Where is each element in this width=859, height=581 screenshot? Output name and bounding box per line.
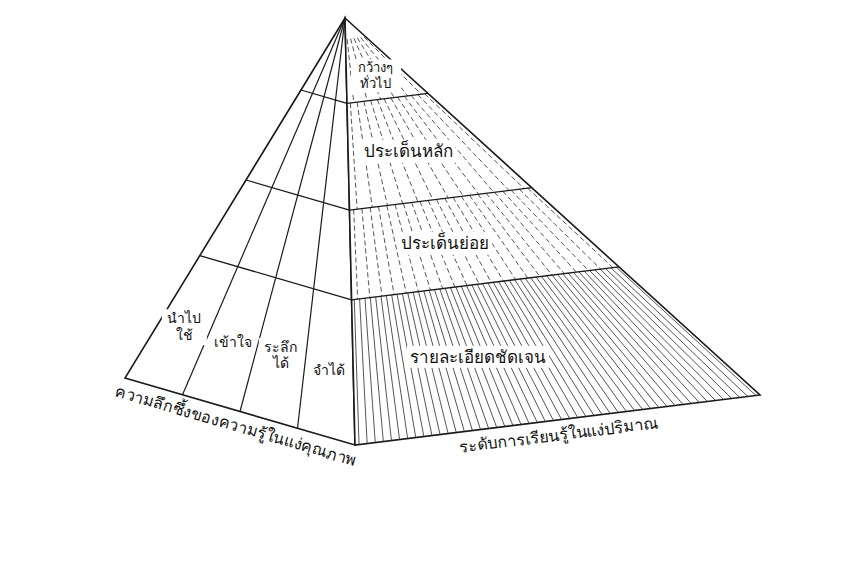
knowledge-cell: ระลึกได้: [259, 338, 303, 374]
knowledge-cell: นำไปใช้: [162, 310, 206, 346]
band-line: [352, 267, 619, 300]
hatch-line: [600, 269, 731, 398]
column-line: [298, 18, 346, 428]
band-text: ประเด็นย่อย: [401, 233, 489, 253]
column-lines: [183, 18, 346, 428]
hatch-line: [568, 273, 683, 404]
band-line: [347, 93, 428, 103]
band-text: เข้าใจ: [214, 333, 252, 350]
hatch-line: [531, 278, 627, 412]
hatch-line: [584, 271, 707, 401]
band-text: กว้างๆ ทั่วไป: [354, 61, 398, 92]
hatch-line: [547, 276, 651, 409]
band-text: ประเด็นหลัก: [364, 141, 453, 161]
pyramid-band: กว้างๆ ทั่วไป: [351, 60, 401, 93]
hatch-line: [528, 188, 613, 267]
column-line: [240, 18, 345, 412]
hatch-line: [606, 268, 740, 397]
hatch-line: [503, 191, 577, 272]
hatch-line: [350, 103, 357, 209]
knowledge-cell: จำได้: [310, 360, 348, 379]
band-text: รายละเอียดชัดเจน: [410, 347, 546, 367]
hatch-line: [536, 277, 634, 410]
pyramid-band: รายละเอียดชัดเจน: [407, 346, 549, 368]
pyramid-band: ประเด็นย่อย: [398, 232, 492, 254]
band-text: ระลึกได้: [262, 339, 300, 373]
column-line: [183, 18, 346, 395]
hatch-line: [354, 210, 358, 299]
hatch-line: [579, 272, 699, 403]
hatch-line: [595, 270, 724, 400]
hatch-line: [386, 296, 407, 439]
hatch-line: [494, 192, 564, 273]
hatch-line: [519, 189, 600, 269]
pyramid-band: ประเด็นหลัก: [361, 140, 456, 162]
knowledge-cell: เข้าใจ: [211, 332, 255, 351]
hatch-line: [511, 190, 588, 270]
hatch-line: [611, 268, 748, 397]
band-text: จำได้: [313, 361, 345, 378]
hatch-line: [360, 299, 368, 444]
hatching: [347, 37, 756, 444]
hatch-line: [362, 209, 370, 298]
hatch-line: [370, 298, 383, 442]
hatch-line: [573, 272, 691, 403]
hatch-line: [365, 298, 375, 442]
right-face: [345, 18, 760, 445]
hatch-line: [589, 270, 715, 400]
hatch-line: [370, 208, 382, 296]
band-lines: [200, 90, 619, 300]
hatch-line: [616, 267, 756, 395]
hatch-line: [354, 299, 359, 444]
hatch-line: [378, 207, 394, 295]
left-face: [125, 18, 355, 445]
band-line: [350, 188, 532, 211]
band-text: นำไปใช้: [165, 311, 203, 345]
